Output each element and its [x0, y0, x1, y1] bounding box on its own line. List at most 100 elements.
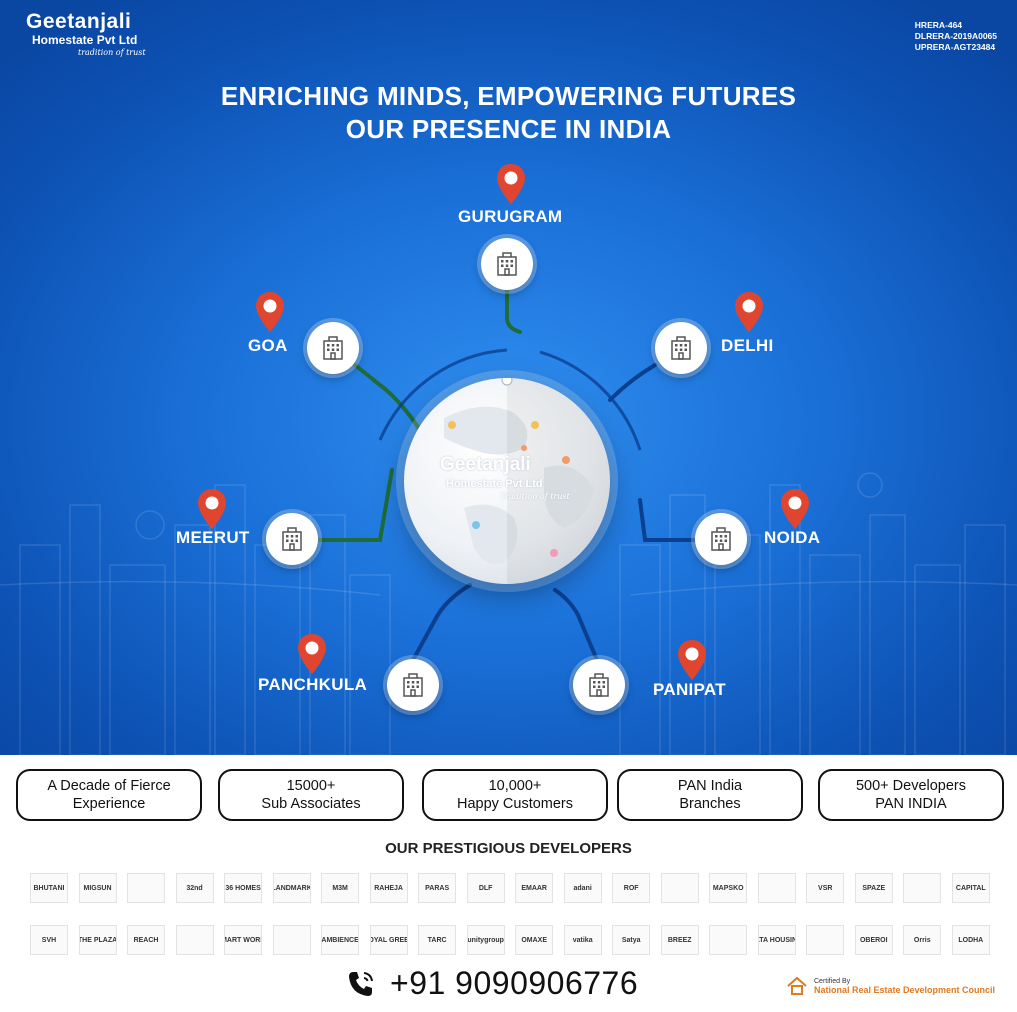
node-meerut[interactable]	[266, 513, 318, 565]
developer-logo: adani	[563, 873, 602, 903]
building-icon	[589, 673, 609, 697]
developer-logo: SPAZE	[854, 873, 893, 903]
stat-line: Happy Customers	[456, 796, 574, 812]
developer-logo: AMBIENCE	[321, 925, 360, 955]
developer-logo: TARC	[418, 925, 457, 955]
developer-logo: 32nd	[175, 873, 214, 903]
developer-logo: OMAXE	[515, 925, 554, 955]
building-icon	[497, 252, 517, 276]
developer-logo: CAPITAL	[951, 873, 990, 903]
stat-sub-associates: 15000+ Sub Associates	[218, 769, 404, 821]
headline-line2: OUR PRESENCE IN INDIA	[345, 114, 672, 144]
developer-logo: EMAAR	[515, 873, 554, 903]
map-pin-icon	[497, 164, 525, 204]
stat-line: Branches	[679, 796, 741, 812]
developer-logo: ROYAL GREEN	[369, 925, 408, 955]
developer-logo: BHUTANI	[30, 873, 68, 903]
globe-brand-name: Geetanjali	[440, 454, 531, 475]
node-delhi[interactable]	[655, 322, 707, 374]
stat-experience: A Decade of Fierce Experience	[16, 769, 202, 821]
stat-line: A Decade of Fierce	[47, 778, 171, 794]
node-noida[interactable]	[695, 513, 747, 565]
headline-line1: ENRICHING MINDS, EMPOWERING FUTURES	[220, 81, 797, 111]
developer-logo	[660, 873, 699, 903]
stat-line: Experience	[72, 796, 146, 812]
building-icon	[711, 527, 731, 551]
developer-logo: BREEZ	[660, 925, 699, 955]
stat-line: Sub Associates	[261, 796, 361, 812]
rera-numbers: HRERA-464 DLRERA-2019A0065 UPRERA-AGT234…	[915, 20, 997, 53]
developer-logo: TATA HOUSING	[757, 925, 796, 955]
map-pin-icon	[298, 634, 326, 674]
building-icon	[671, 336, 691, 360]
developer-logo	[757, 873, 796, 903]
developer-logo: Satya	[612, 925, 651, 955]
stat-line: 15000+	[286, 778, 336, 794]
building-icon	[282, 527, 302, 551]
city-label-goa: GOA	[248, 336, 288, 355]
rera-hr: HRERA-464	[914, 20, 963, 30]
building-icon	[403, 673, 423, 697]
hero-banner: Geetanjali Homestate Pvt Ltd tradition o…	[0, 0, 1017, 755]
developer-logo: PARAS	[418, 873, 457, 903]
stat-branches: PAN India Branches	[617, 769, 803, 821]
stat-developers: 500+ Developers PAN INDIA	[818, 769, 1004, 821]
stat-line: 500+ Developers	[855, 778, 967, 794]
node-gurugram[interactable]	[481, 238, 533, 290]
developer-logo: Orris	[903, 925, 942, 955]
developer-logo	[272, 925, 311, 955]
developer-logo: M3M	[321, 873, 360, 903]
phone-icon	[349, 971, 373, 996]
developer-logo	[903, 873, 942, 903]
house-logo-icon	[787, 976, 807, 995]
developer-logo: LANDMARK	[272, 873, 311, 903]
developer-logo: THE PLAZA	[78, 925, 117, 955]
brand-sub: Homestate Pvt Ltd	[32, 33, 138, 47]
node-goa[interactable]	[307, 322, 359, 374]
developer-logo	[709, 925, 748, 955]
developer-logos-row-1: BHUTANI MIGSUN 32nd 36 HOMES LANDMARK M3M RAHE…	[30, 873, 990, 903]
brand-tagline: tradition of trust	[78, 48, 146, 57]
stat-happy-customers: 10,000+ Happy Customers	[422, 769, 608, 821]
city-label-panipat: PANIPAT	[653, 680, 726, 699]
rera-dl: DLRERA-2019A0065	[914, 31, 997, 41]
developers-title: OUR PRESTIGIOUS DEVELOPERS	[385, 840, 632, 857]
developer-logo: 36 HOMES	[224, 873, 263, 903]
map-pin-icon	[678, 640, 706, 680]
brand-name: Geetanjali	[26, 10, 132, 33]
developer-logo: DLF	[466, 873, 505, 903]
city-label-panchkula: PANCHKULA	[258, 675, 368, 694]
developer-logo: LODHA	[951, 925, 990, 955]
city-label-meerut: MEERUT	[176, 528, 250, 547]
phone-contact[interactable]: +91 9090906776	[346, 965, 638, 1002]
city-label-delhi: DELHI	[721, 336, 774, 355]
cert-line1: Certified By	[814, 977, 851, 985]
stats-row: A Decade of Fierce Experience 15000+ Sub…	[0, 769, 1017, 821]
stat-line: 10,000+	[488, 778, 542, 794]
developer-logo	[127, 873, 166, 903]
globe-map-illustration	[444, 378, 610, 584]
city-label-noida: NOIDA	[764, 528, 821, 547]
cert-line2: National Real Estate Development Council	[814, 984, 996, 995]
brand-logo: Geetanjali Homestate Pvt Ltd tradition o…	[26, 10, 146, 57]
certification: Certified By National Real Estate Develo…	[786, 975, 995, 997]
city-label-gurugram: GURUGRAM	[458, 207, 563, 226]
developer-logo: unitygroup	[466, 925, 505, 955]
node-panipat[interactable]	[573, 659, 625, 711]
headline: ENRICHING MINDS, EMPOWERING FUTURES OUR …	[0, 80, 1017, 146]
stat-line: PAN India	[677, 778, 743, 794]
developer-logo: MIGSUN	[78, 873, 117, 903]
globe-brand-tagline: Tradition of trust	[500, 492, 570, 501]
developer-logo: OBEROI	[854, 925, 893, 955]
developer-logo: REACH	[127, 925, 166, 955]
developer-logo: RAHEJA	[369, 873, 408, 903]
map-pin-icon	[781, 489, 809, 529]
node-panchkula[interactable]	[387, 659, 439, 711]
developer-logo: SMART WORLD	[224, 925, 263, 955]
developer-logo: VSR	[806, 873, 845, 903]
globe: Geetanjali Homestate Pvt Ltd Tradition o…	[404, 378, 610, 584]
stat-line: PAN INDIA	[875, 796, 947, 812]
map-pin-icon	[256, 292, 284, 332]
developer-logo: vatika	[563, 925, 602, 955]
